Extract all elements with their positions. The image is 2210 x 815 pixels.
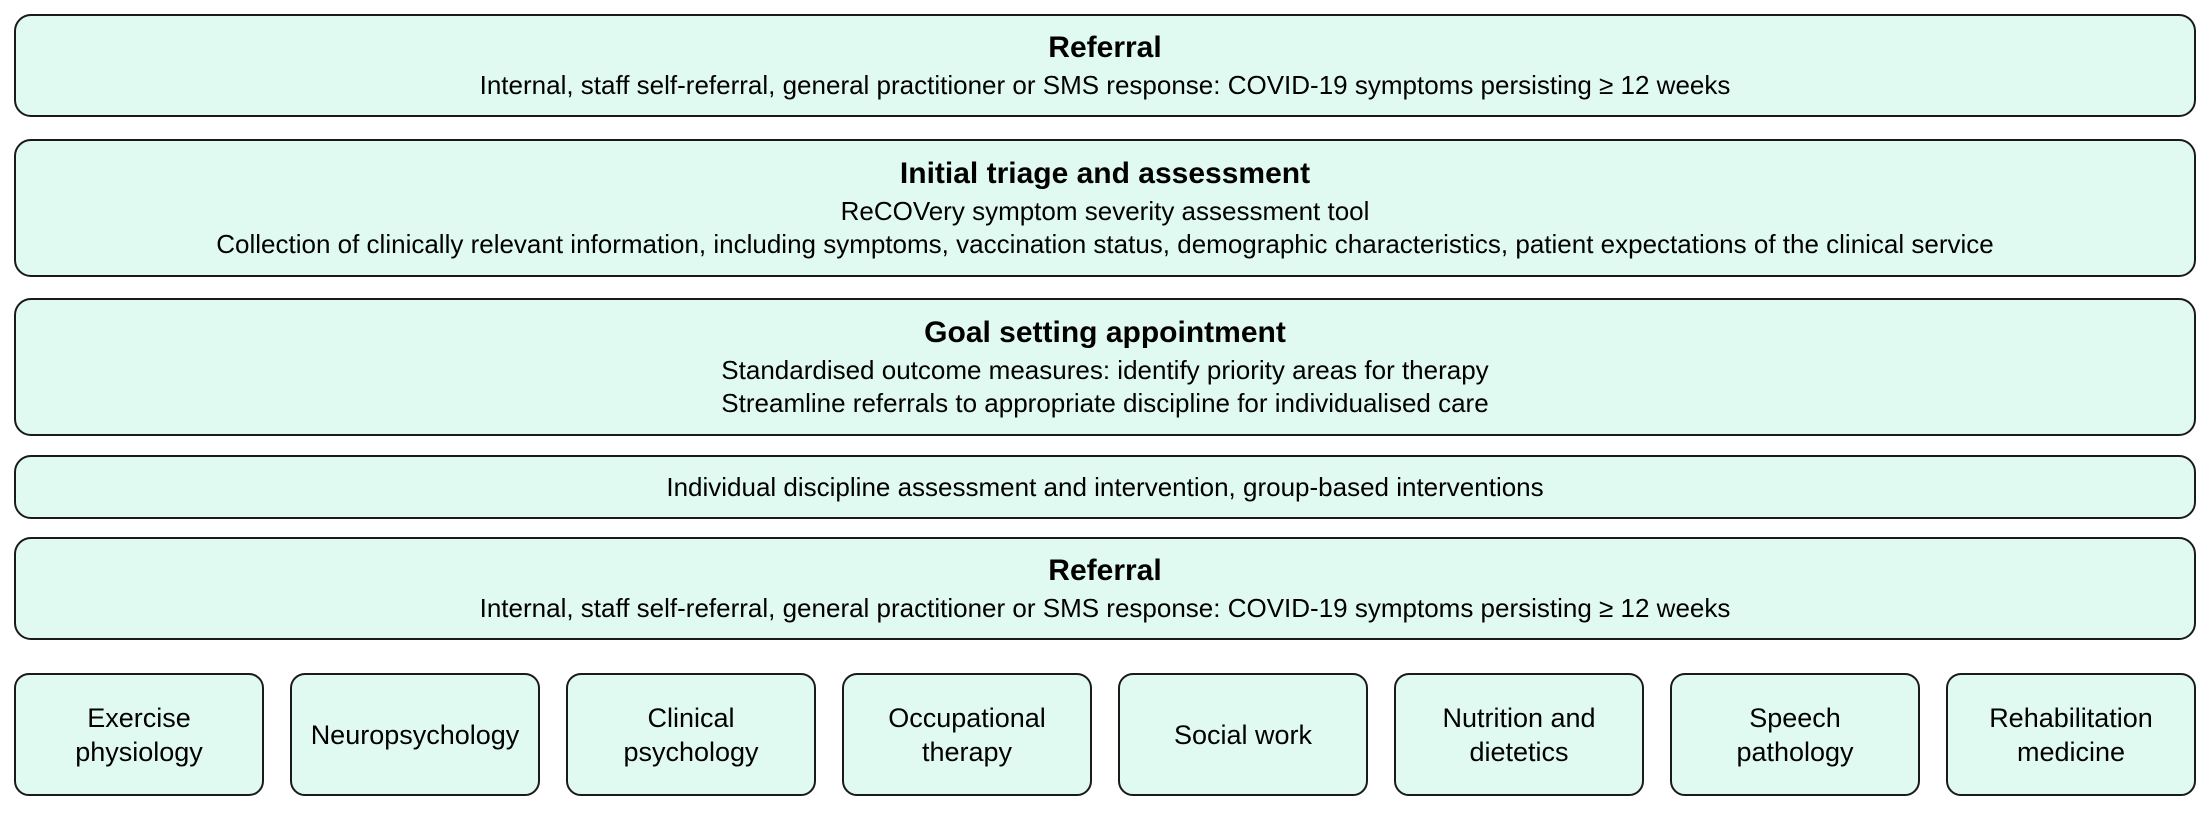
flow-box-referral-top: Referral Internal, staff self-referral, … (14, 14, 2196, 117)
discipline-social-work: Social work (1118, 673, 1368, 796)
flow-box-initial-triage: Initial triage and assessment ReCOVery s… (14, 139, 2196, 277)
flow-box-description: Standardised outcome measures: identify … (721, 355, 1489, 385)
discipline-neuropsychology: Neuropsychology (290, 673, 540, 796)
discipline-label: Nutrition and dietetics (1442, 702, 1596, 767)
flow-box-title: Goal setting appointment (924, 316, 1286, 349)
discipline-clinical-psychology: Clinical psychology (566, 673, 816, 796)
discipline-occupational-therapy: Occupational therapy (842, 673, 1092, 796)
discipline-rehabilitation-medicine: Rehabilitation medicine (1946, 673, 2196, 796)
flow-box-description: Individual discipline assessment and int… (666, 471, 1544, 502)
flow-box-title: Referral (1048, 31, 1162, 64)
flow-box-description: Streamline referrals to appropriate disc… (721, 388, 1489, 418)
flow-box-referral-bottom: Referral Internal, staff self-referral, … (14, 537, 2196, 640)
flow-box-description: Collection of clinically relevant inform… (216, 229, 1994, 259)
discipline-label: Occupational therapy (888, 702, 1046, 767)
flow-box-title: Initial triage and assessment (899, 157, 1311, 190)
discipline-label: Speech pathology (1736, 702, 1854, 767)
discipline-label: Neuropsychology (310, 719, 520, 750)
flow-box-title: Referral (1048, 554, 1162, 587)
discipline-label: Rehabilitation medicine (1989, 702, 2153, 767)
discipline-nutrition-dietetics: Nutrition and dietetics (1394, 673, 1644, 796)
discipline-row: Exercise physiology Neuropsychology Clin… (14, 673, 2196, 796)
discipline-label: Social work (1173, 719, 1313, 750)
discipline-speech-pathology: Speech pathology (1670, 673, 1920, 796)
flow-box-interventions: Individual discipline assessment and int… (14, 455, 2196, 519)
discipline-label: Clinical psychology (623, 702, 759, 767)
discipline-exercise-physiology: Exercise physiology (14, 673, 264, 796)
flow-box-description: Internal, staff self-referral, general p… (479, 70, 1731, 100)
flow-box-description: ReCOVery symptom severity assessment too… (840, 196, 1370, 226)
flow-box-goal-setting: Goal setting appointment Standardised ou… (14, 298, 2196, 436)
discipline-label: Exercise physiology (75, 702, 203, 767)
flow-box-description: Internal, staff self-referral, general p… (479, 593, 1731, 623)
